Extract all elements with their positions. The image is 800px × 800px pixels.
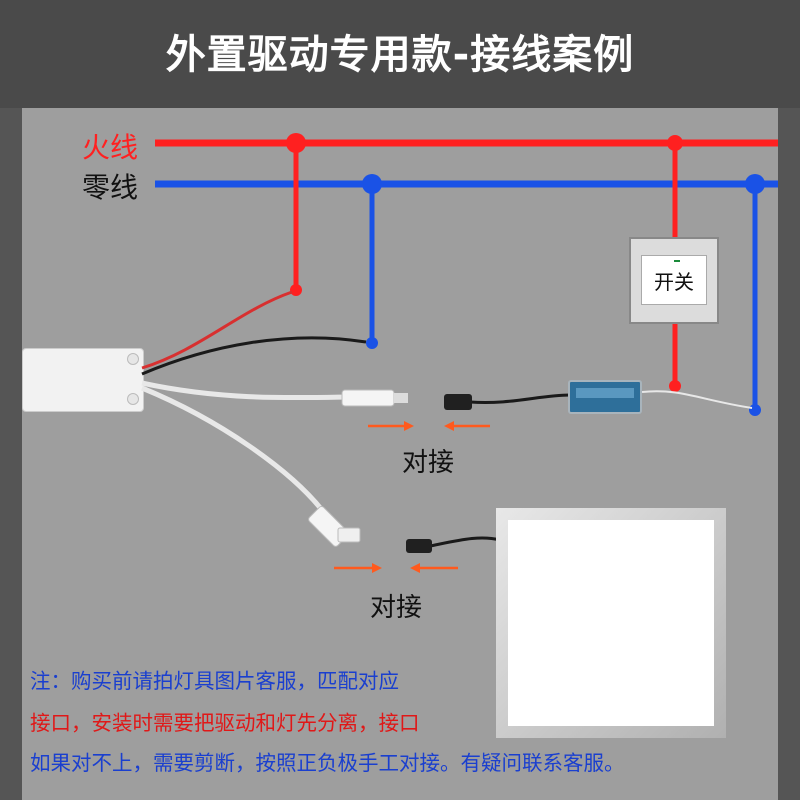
external-driver-box bbox=[568, 380, 642, 414]
neutral-end-1 bbox=[366, 337, 378, 349]
screw-icon bbox=[127, 353, 139, 365]
driver-white-cable-2 bbox=[141, 385, 324, 512]
header-bar: 外置驱动专用款-接线案例 bbox=[0, 0, 800, 108]
driver-white-cable-1 bbox=[141, 380, 346, 401]
driver-label-strip bbox=[576, 388, 634, 398]
page-title: 外置驱动专用款-接线案例 bbox=[165, 32, 635, 78]
driver-black-wire bbox=[141, 336, 367, 376]
arrow-icon bbox=[410, 563, 458, 573]
led-panel-surface bbox=[508, 520, 714, 726]
live-junction-2 bbox=[667, 135, 683, 151]
note-line-3: 如果对不上，需要剪断，按照正负极手工对接。有疑问联系客服。 bbox=[30, 751, 625, 775]
indicator-icon bbox=[674, 260, 680, 262]
led-panel-light bbox=[496, 508, 726, 738]
neutral-end-2 bbox=[749, 404, 761, 416]
note-line-1: 注：购买前请拍灯具图片客服，匹配对应 bbox=[30, 669, 399, 693]
arrow-icon bbox=[444, 421, 490, 431]
dc-female-connector-1 bbox=[341, 389, 395, 407]
switch-label: 开关 bbox=[654, 269, 694, 294]
builtin-driver-box bbox=[22, 348, 144, 412]
ext-driver-white-cable bbox=[641, 390, 753, 409]
neutral-junction-1 bbox=[362, 174, 382, 194]
neutral-junction-2 bbox=[745, 174, 765, 194]
live-wire-label: 火线 bbox=[82, 131, 139, 164]
connect-label-2: 对接 bbox=[370, 593, 423, 623]
connect-label-1: 对接 bbox=[402, 448, 455, 478]
live-end-2 bbox=[669, 380, 681, 392]
wall-switch: 开关 bbox=[629, 237, 719, 324]
live-end-1 bbox=[290, 284, 302, 296]
note-line-2: 接口，安装时需要把驱动和灯先分离，接口 bbox=[30, 711, 420, 735]
panel-black-cable bbox=[429, 536, 501, 548]
arrow-icon bbox=[368, 421, 414, 431]
dc-male-connector-1 bbox=[444, 394, 472, 410]
driver-red-wire bbox=[141, 290, 293, 370]
live-junction-1 bbox=[286, 133, 306, 153]
neutral-wire-label: 零线 bbox=[82, 171, 139, 204]
ext-driver-black-cable bbox=[469, 393, 571, 405]
switch-face: 开关 bbox=[641, 255, 707, 305]
dc-male-connector-2 bbox=[406, 539, 432, 553]
screw-icon bbox=[127, 393, 139, 405]
arrow-icon bbox=[334, 563, 382, 573]
